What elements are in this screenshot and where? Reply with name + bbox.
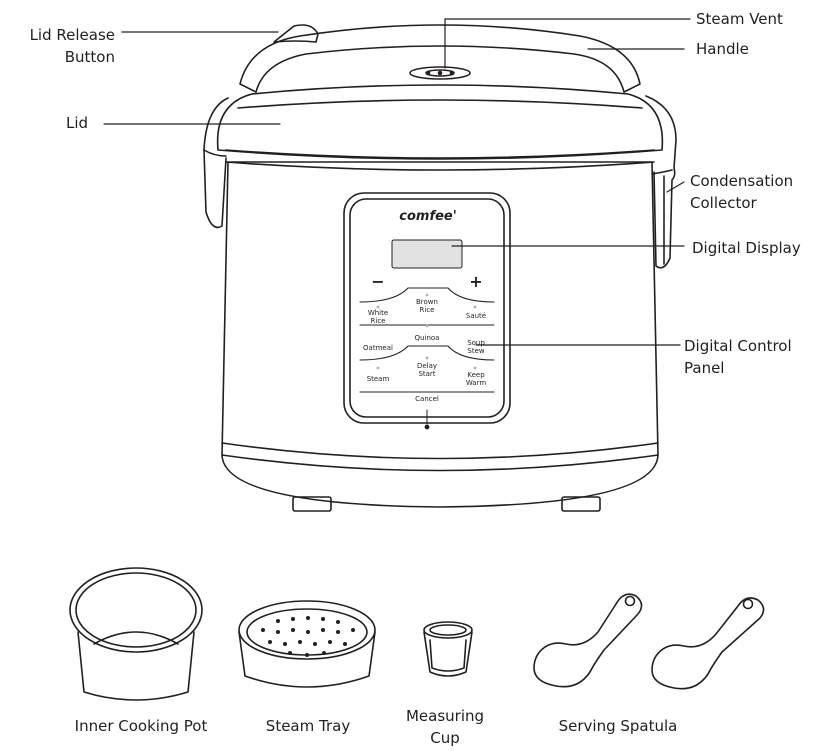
cooker-body (221, 149, 659, 512)
handle (239, 24, 641, 93)
minus-button: − (371, 272, 385, 291)
callout-control-panel-line2: Panel (684, 359, 725, 377)
soup-stew-line2: Stew (467, 347, 485, 355)
brown-rice-line2: Rice (419, 306, 435, 314)
soup-stew-button: Soup Stew (456, 339, 496, 355)
callout-digital-control-panel: Digital Control Panel (684, 335, 792, 379)
measuring-cup-drawing (423, 621, 473, 677)
plus-button: + (469, 272, 483, 291)
serving-spatula-left-drawing (533, 593, 643, 688)
lid (216, 84, 664, 160)
label-measuring-cup-line2: Cup (430, 729, 460, 747)
brand-logo: comfee' (399, 209, 457, 224)
callout-lid-release-line2: Button (64, 48, 115, 66)
label-steam-tray: Steam Tray (265, 717, 351, 735)
keep-warm-button: Keep Warm (456, 371, 496, 387)
callout-condensation-line2: Collector (690, 194, 757, 212)
white-rice-line2: Rice (370, 317, 386, 325)
callout-handle: Handle (696, 40, 749, 58)
callout-steam-vent: Steam Vent (696, 10, 783, 28)
quinoa-button: Quinoa (414, 334, 440, 342)
callout-condensation-collector: Condensation Collector (690, 170, 793, 214)
delay-start-line1: Delay (416, 362, 438, 370)
cancel-button: Cancel (415, 395, 439, 403)
brown-rice-button: Brown Rice (407, 298, 447, 314)
keep-warm-line1: Keep (467, 371, 485, 379)
oatmeal-button: Oatmeal (363, 344, 393, 352)
callout-lid: Lid (66, 114, 89, 132)
delay-start-button: Delay Start (407, 362, 447, 378)
condensation-collector (645, 95, 677, 269)
steam-vent (409, 66, 471, 80)
serving-spatula-right-drawing (651, 597, 765, 690)
saute-button: Sauté (465, 312, 487, 320)
callout-lines (103, 18, 691, 346)
label-inner-cooking-pot: Inner Cooking Pot (74, 717, 208, 735)
steam-tray-drawing (238, 600, 376, 688)
label-measuring-cup-line1: Measuring (405, 707, 485, 725)
inner-cooking-pot-drawing (69, 567, 203, 701)
callout-condensation-line1: Condensation (690, 172, 794, 190)
steam-button: Steam (366, 375, 390, 383)
delay-start-line2: Start (418, 370, 436, 378)
white-rice-line1: White (367, 309, 389, 317)
keep-warm-line2: Warm (465, 379, 487, 387)
callout-digital-display: Digital Display (692, 239, 801, 257)
label-measuring-cup: Measuring Cup (400, 705, 490, 749)
callout-lid-release-button: Lid Release Button (10, 24, 115, 68)
brown-rice-line1: Brown (416, 298, 438, 306)
label-serving-spatula: Serving Spatula (558, 717, 678, 735)
callout-control-panel-line1: Digital Control (684, 337, 792, 355)
soup-stew-line1: Soup (467, 339, 485, 347)
side-handle-left (203, 97, 229, 229)
white-rice-button: White Rice (358, 309, 398, 325)
callout-lid-release-line1: Lid Release (29, 26, 115, 44)
control-panel-frame (343, 192, 511, 430)
